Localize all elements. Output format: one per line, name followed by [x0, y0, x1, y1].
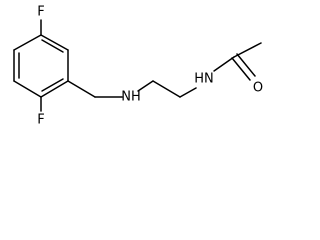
ring-bond: [40, 80, 69, 98]
benzene-ring: [13, 34, 69, 98]
ring-bond: [13, 80, 42, 98]
carbonyl-double-bond: [236, 53, 256, 77]
ring-bond: [40, 34, 69, 51]
fluorine-label-top: F: [37, 5, 44, 20]
aromatic-double-bond: [41, 78, 64, 92]
ethylene-bond: [152, 80, 181, 98]
ch2-amide-bond: [179, 87, 197, 98]
ring-bond: [13, 34, 42, 51]
nh-ch2-bond: [137, 80, 154, 92]
aromatic-double-bond: [41, 39, 64, 53]
molecule-structure: F F NH HN O: [13, 5, 263, 128]
amide-carbon-bond: [213, 56, 235, 72]
benzylic-bond: [67, 80, 96, 98]
amide-hn-label: HN: [194, 72, 214, 87]
carbonyl-oxygen-label: O: [253, 81, 263, 96]
carbonyl-bond: [231, 57, 251, 81]
fluorine-label-bottom: F: [37, 113, 44, 128]
amine-nh-label: NH: [121, 90, 141, 105]
